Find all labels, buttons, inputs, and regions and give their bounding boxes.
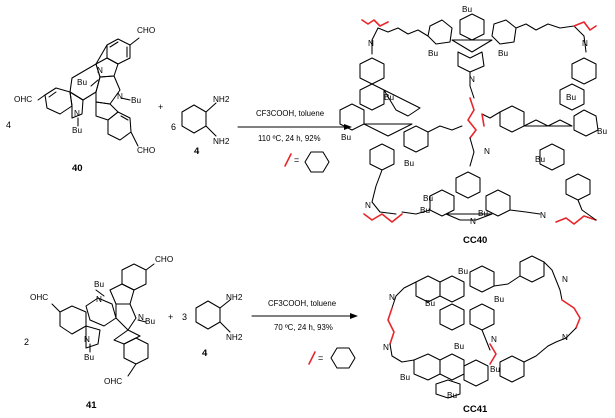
ohc-label-41-bottom: OHC bbox=[104, 377, 122, 386]
cage-cc41-structure bbox=[387, 255, 581, 399]
legend-equals-1: = bbox=[294, 155, 299, 165]
legend-equals-2: = bbox=[318, 353, 323, 363]
cc40-bu-4: Bu bbox=[384, 93, 394, 102]
cc41-bu-2: Bu bbox=[425, 299, 435, 308]
reaction-arrowhead-2 bbox=[350, 313, 358, 319]
n-label-1: N bbox=[97, 66, 103, 75]
red-linker-legend-1 bbox=[284, 153, 292, 167]
cc40-bu-2: Bu bbox=[428, 49, 438, 58]
cc40-n-label: N bbox=[470, 217, 476, 226]
cc41-imine-5: N bbox=[491, 335, 497, 344]
cc40-bu-8: Bu bbox=[597, 127, 607, 136]
reactant-40-coefficient: 4 bbox=[6, 120, 11, 130]
cc40-bu-5: Bu bbox=[341, 133, 351, 142]
compound-41-label: 41 bbox=[86, 400, 97, 411]
cc40-imine-6: N bbox=[540, 211, 546, 220]
cc40-bu-7: Bu bbox=[566, 93, 576, 102]
cc41-bu-3: Bu bbox=[494, 295, 504, 304]
nh2-label-2b: NH2 bbox=[226, 333, 243, 342]
nh2-label-1b: NH2 bbox=[213, 137, 230, 146]
bu-label-2: Bu bbox=[131, 96, 141, 105]
cc41-bu-4: Bu bbox=[454, 342, 464, 351]
nh2-label-2a: NH2 bbox=[226, 293, 243, 302]
cc41-bu-5: Bu bbox=[400, 373, 410, 382]
bu-label-1: Bu bbox=[77, 78, 87, 87]
n-41-label-1: N bbox=[96, 295, 102, 304]
diamine-4-structure-2 bbox=[195, 299, 231, 333]
cc41-imine-1: N bbox=[562, 275, 568, 284]
cc40-imine-3: N bbox=[469, 75, 475, 84]
cc40-bu-12: Bu bbox=[478, 209, 488, 218]
cc40-imine-1: N bbox=[368, 39, 374, 48]
conditions-1-line1: CF3COOH, toluene bbox=[256, 109, 324, 118]
cc41-bu-1: Bu bbox=[458, 267, 468, 276]
reaction-1: 4 bbox=[6, 5, 607, 246]
cc40-imine-2: N bbox=[582, 39, 588, 48]
cc41-bu-6: Bu bbox=[490, 365, 500, 374]
compound-40-label: 40 bbox=[72, 163, 83, 174]
bu-label-3: Bu bbox=[72, 126, 82, 135]
n-label-2: N bbox=[117, 92, 123, 101]
compound-41-structure bbox=[51, 263, 155, 377]
red-linker-legend-2 bbox=[308, 351, 316, 365]
cc40-imine-4: N bbox=[484, 147, 490, 156]
cc41-imine-4: N bbox=[383, 343, 389, 352]
cc41-bu-7: Bu bbox=[447, 391, 457, 400]
reactant-41-coefficient: 2 bbox=[24, 337, 29, 347]
conditions-1-line2: 110 ºC, 24 h, 92% bbox=[258, 134, 321, 143]
n-41-label-2: N bbox=[138, 313, 144, 322]
cc40-bu-11: Bu bbox=[420, 206, 430, 215]
cc40-bu-1: Bu bbox=[462, 5, 472, 14]
amine-coefficient-1: 6 bbox=[171, 122, 176, 132]
ohc-label-41-left: OHC bbox=[30, 293, 48, 302]
cc41-label: CC41 bbox=[463, 404, 488, 415]
cc40-imine-5: N bbox=[365, 201, 371, 210]
reaction-2: 2 CHO OHC OHC Bu N N Bu N Bu 41 + 3 bbox=[24, 255, 581, 415]
cc40-bu-10: Bu bbox=[423, 194, 433, 203]
cyclohexane-legend-icon-1 bbox=[304, 151, 330, 173]
bu-41-label-2: Bu bbox=[145, 317, 155, 326]
cc40-label: CC40 bbox=[463, 235, 487, 246]
cc40-bu-9: Bu bbox=[535, 155, 545, 164]
cc40-bu-3: Bu bbox=[498, 49, 508, 58]
amine-4-label-1: 4 bbox=[194, 146, 200, 157]
n-41-label-3: N bbox=[84, 335, 90, 344]
bu-41-label-3: Bu bbox=[84, 353, 94, 362]
cho-label-bottom: CHO bbox=[137, 146, 155, 155]
cc40-bu-6: Bu bbox=[404, 159, 414, 168]
reaction-arrowhead-1 bbox=[344, 124, 352, 130]
diamine-4-structure-1 bbox=[181, 102, 217, 137]
amine-coefficient-2: 3 bbox=[182, 312, 187, 322]
nh2-label-1a: NH2 bbox=[213, 95, 230, 104]
amine-4-label-2: 4 bbox=[202, 348, 208, 359]
cc41-imine-2: N bbox=[562, 333, 568, 342]
cage-cc40-structure bbox=[339, 13, 599, 225]
plus-sign-2: + bbox=[168, 312, 173, 322]
cc41-imine-3: N bbox=[389, 293, 395, 302]
cyclohexane-legend-icon-2 bbox=[330, 347, 356, 369]
cho-label-41: CHO bbox=[155, 255, 173, 264]
conditions-2-line1: CF3COOH, toluene bbox=[268, 299, 336, 308]
cho-label-top: CHO bbox=[137, 26, 155, 35]
conditions-2-line2: 70 ºC, 24 h, 93% bbox=[274, 323, 333, 332]
bu-41-label-1: Bu bbox=[94, 280, 104, 289]
ohc-label-left: OHC bbox=[14, 95, 32, 104]
n-label-3: N bbox=[74, 109, 80, 118]
compound-40-structure bbox=[37, 37, 140, 147]
plus-sign-1: + bbox=[158, 102, 163, 112]
